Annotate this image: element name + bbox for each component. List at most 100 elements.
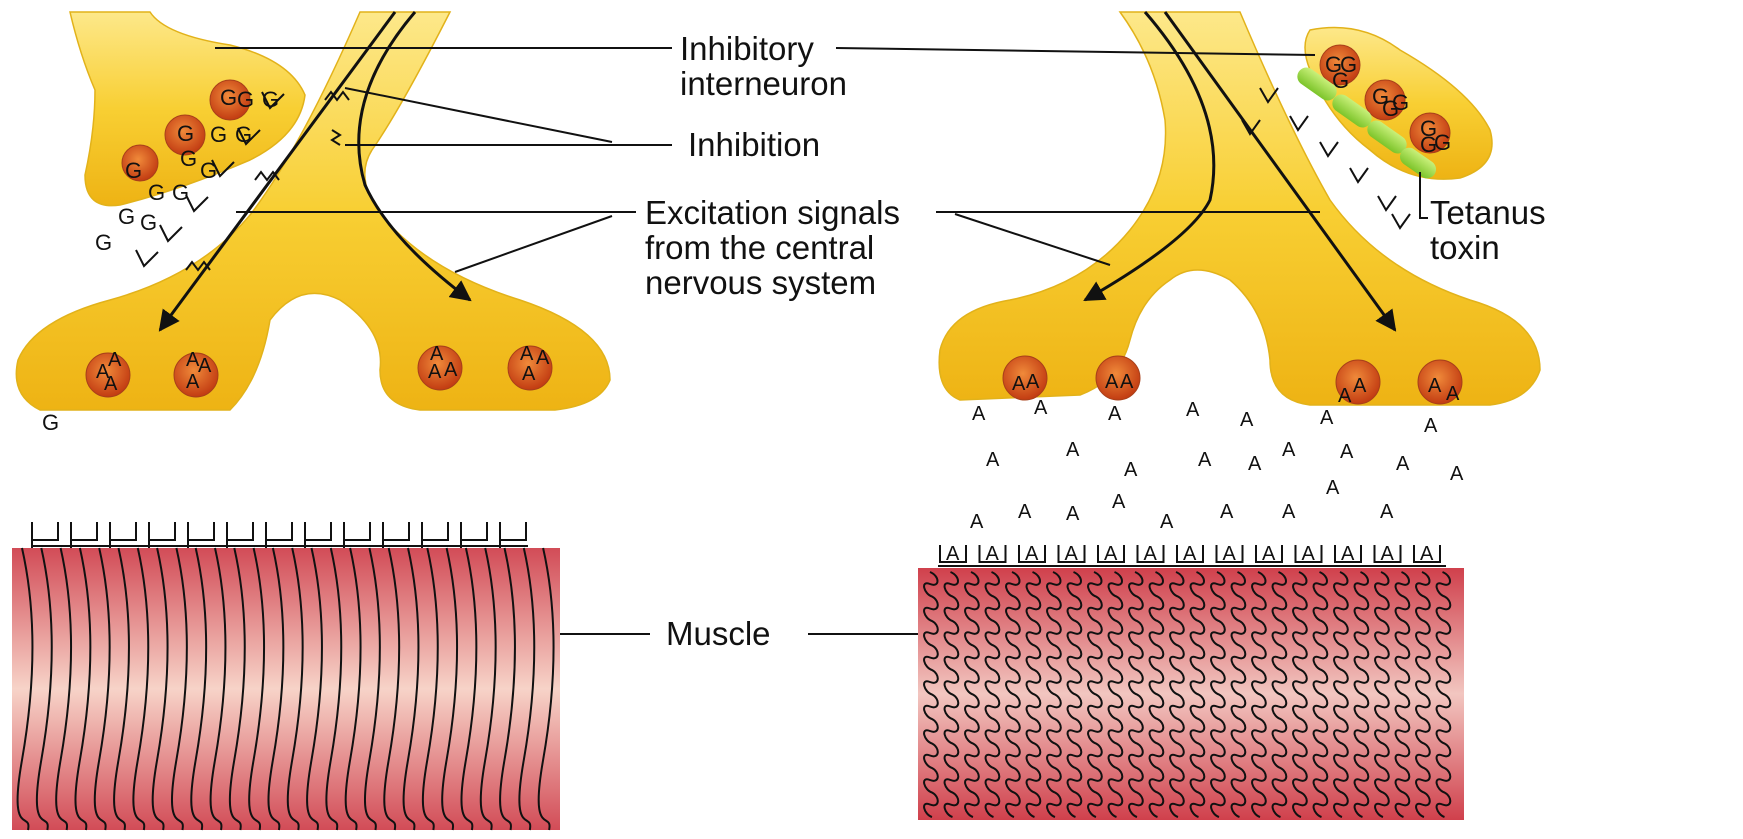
label-inhibition: Inhibition xyxy=(688,126,820,163)
bound-acetylcholine: A xyxy=(986,543,1000,565)
acetylcholine-molecule: A xyxy=(444,359,458,381)
muscle-receptor xyxy=(422,522,448,540)
acetylcholine-molecule: A xyxy=(1396,453,1410,475)
muscle-receptor xyxy=(344,522,370,540)
label-excitation-3: nervous system xyxy=(645,264,876,301)
acetylcholine-molecule: A xyxy=(1353,375,1367,397)
acetylcholine-molecule: A xyxy=(1340,441,1354,463)
right-muscle-receptors: AAAAAAAAAAAAA xyxy=(938,543,1446,566)
acetylcholine-molecule: A xyxy=(972,403,986,425)
acetylcholine-molecule: A xyxy=(536,347,550,369)
glycine-molecule: G xyxy=(95,230,112,255)
glycine-molecule: G xyxy=(235,122,252,147)
label-inhibitory-interneuron-1: Inhibitory xyxy=(680,30,814,67)
label-tetanus-toxin-1: Tetanus xyxy=(1430,194,1546,231)
acetylcholine-molecule: A xyxy=(108,349,122,371)
acetylcholine-molecule: A xyxy=(1326,477,1340,499)
acetylcholine-molecule: A xyxy=(1120,371,1134,393)
acetylcholine-molecule: A xyxy=(1186,399,1200,421)
bound-acetylcholine: A xyxy=(946,543,960,565)
bound-acetylcholine: A xyxy=(1302,543,1316,565)
label-inhibitory-interneuron-2: interneuron xyxy=(680,65,847,102)
glycine-molecule: G xyxy=(148,180,165,205)
acetylcholine-molecule: A xyxy=(186,371,200,393)
acetylcholine-molecule: A xyxy=(1160,511,1174,533)
bound-acetylcholine: A xyxy=(1065,543,1079,565)
bound-acetylcholine: A xyxy=(1420,543,1434,565)
acetylcholine-molecule: A xyxy=(1220,501,1234,523)
glycine-molecule: G xyxy=(210,122,227,147)
muscle-receptor xyxy=(32,522,58,540)
acetylcholine-molecule: A xyxy=(1380,501,1394,523)
muscle-receptor xyxy=(188,522,214,540)
glycine-molecule: G xyxy=(220,85,237,110)
left-muscle xyxy=(12,548,560,830)
acetylcholine-molecule: A xyxy=(1446,383,1460,405)
acetylcholine-molecule: A xyxy=(1112,491,1126,513)
glycine-molecule: G xyxy=(140,210,157,235)
acetylcholine-molecule: A xyxy=(1424,415,1438,437)
right-panel-tetanus: G G G G G G G G G A A A A A A A A AAAAAA… xyxy=(918,12,1540,820)
left-panel-normal: G G G G G G G G G G G G G G G A A A A A … xyxy=(12,12,610,830)
glycine-molecule: G xyxy=(200,158,217,183)
acetylcholine-molecule: A xyxy=(1428,375,1442,397)
glycine-molecule: G xyxy=(118,204,135,229)
left-muscle-receptors xyxy=(32,522,528,548)
glycine-molecule: G xyxy=(237,87,254,112)
bound-acetylcholine: A xyxy=(1381,543,1395,565)
bound-acetylcholine: A xyxy=(1144,543,1158,565)
bound-acetylcholine: A xyxy=(1341,543,1355,565)
acetylcholine-molecule: A xyxy=(1066,439,1080,461)
label-excitation-2: from the central xyxy=(645,229,874,266)
muscle-receptor xyxy=(110,522,136,540)
acetylcholine-molecule: A xyxy=(1198,449,1212,471)
glycine-receptor xyxy=(186,195,208,211)
acetylcholine-molecule: A xyxy=(1282,439,1296,461)
glycine-molecule: G xyxy=(177,121,194,146)
glycine-molecule: G xyxy=(172,180,189,205)
label-tetanus-toxin-2: toxin xyxy=(1430,229,1500,266)
acetylcholine-molecule: A xyxy=(1338,385,1352,407)
acetylcholine-molecule: A xyxy=(1282,501,1296,523)
bound-acetylcholine: A xyxy=(1104,543,1118,565)
bound-acetylcholine: A xyxy=(1025,543,1039,565)
glycine-molecule: G xyxy=(1392,90,1409,115)
acetylcholine-molecule: A xyxy=(1012,373,1026,395)
bound-acetylcholine: A xyxy=(1183,543,1197,565)
acetylcholine-molecule: A xyxy=(1124,459,1138,481)
bound-acetylcholine: A xyxy=(1262,543,1276,565)
acetylcholine-molecule: A xyxy=(522,363,536,385)
glycine-receptor xyxy=(160,225,182,241)
acetylcholine-molecule: A xyxy=(970,511,984,533)
muscle-receptor xyxy=(383,522,409,540)
released-acetylcholine: AAAAAAAAAAAAAAAAAAAAAAAAA xyxy=(970,397,1464,533)
glycine-molecule: G xyxy=(1332,68,1349,93)
acetylcholine-molecule: A xyxy=(1066,503,1080,525)
acetylcholine-molecule: A xyxy=(986,449,1000,471)
label-excitation-1: Excitation signals xyxy=(645,194,900,231)
muscle-receptor xyxy=(500,522,526,540)
glycine-receptor xyxy=(136,250,158,266)
glycine-molecule: G xyxy=(262,87,279,112)
acetylcholine-molecule: A xyxy=(198,355,212,377)
acetylcholine-molecule: A xyxy=(1450,463,1464,485)
acetylcholine-molecule: A xyxy=(1108,403,1122,425)
label-muscle: Muscle xyxy=(666,615,771,652)
glycine-molecule: G xyxy=(42,410,59,435)
muscle-receptor xyxy=(71,522,97,540)
muscle-receptor xyxy=(149,522,175,540)
muscle-receptor xyxy=(227,522,253,540)
glycine-molecule: G xyxy=(180,146,197,171)
muscle-receptor xyxy=(266,522,292,540)
bound-acetylcholine: A xyxy=(1223,543,1237,565)
muscle-receptor xyxy=(461,522,487,540)
acetylcholine-molecule: A xyxy=(1240,409,1254,431)
acetylcholine-molecule: A xyxy=(428,361,442,383)
acetylcholine-molecule: A xyxy=(1105,371,1119,393)
acetylcholine-molecule: A xyxy=(104,373,118,395)
acetylcholine-molecule: A xyxy=(1018,501,1032,523)
acetylcholine-molecule: A xyxy=(1248,453,1262,475)
glycine-molecule: G xyxy=(1434,130,1451,155)
acetylcholine-molecule: A xyxy=(1026,371,1040,393)
